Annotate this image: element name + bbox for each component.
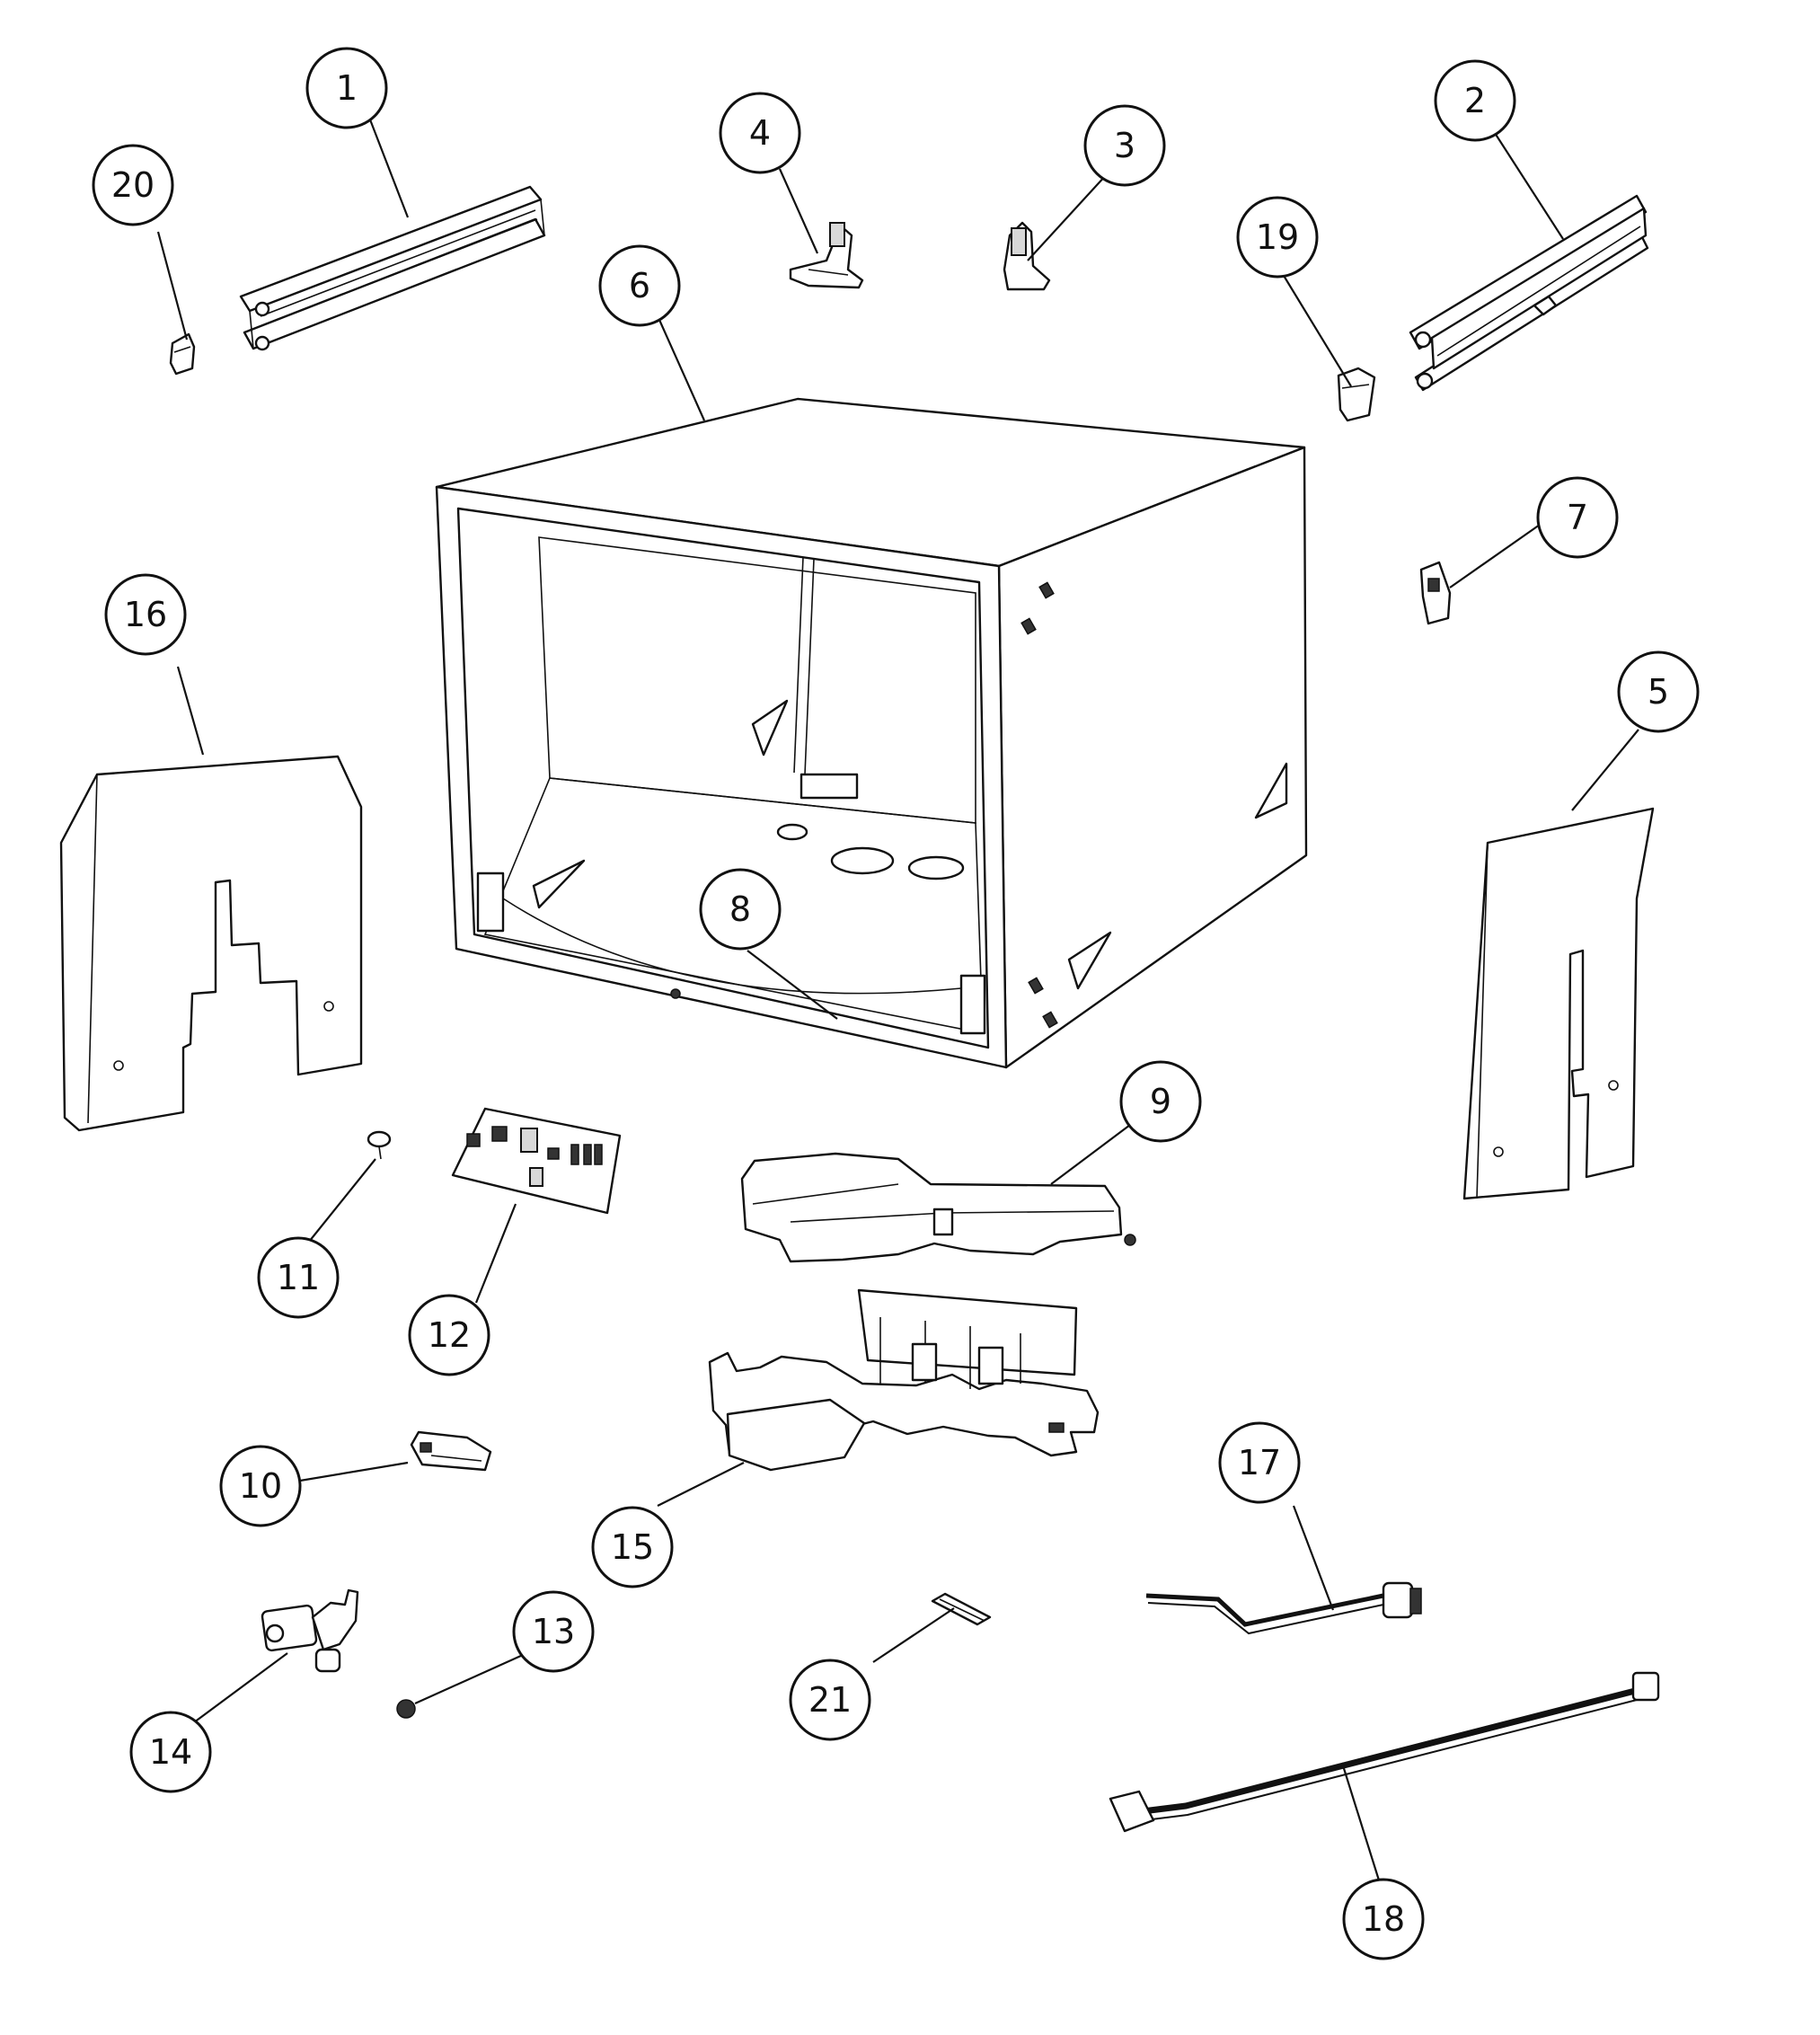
callout-label-5: 5 [1648, 672, 1669, 712]
callout-label-17: 17 [1238, 1443, 1281, 1482]
callout-label-10: 10 [239, 1466, 282, 1506]
callout-label-20: 20 [111, 165, 155, 205]
part-side-panel-left [59, 755, 363, 1132]
part-rail-right [1409, 194, 1649, 392]
leader-lines [156, 114, 1639, 1884]
part-hinge-right [1003, 221, 1051, 291]
callout-9: 9 [1119, 1060, 1202, 1143]
callout-label-15: 15 [611, 1527, 654, 1567]
callout-6: 6 [598, 244, 681, 327]
part-circuit-board [451, 1107, 622, 1215]
callout-label-6: 6 [629, 266, 650, 305]
callout-19: 19 [1236, 196, 1319, 279]
part-base [708, 1288, 1100, 1472]
callout-label-9: 9 [1150, 1082, 1171, 1121]
part-nut [396, 1699, 416, 1719]
part-strip [931, 1592, 992, 1626]
part-hose-long [1109, 1671, 1660, 1833]
callout-13: 13 [512, 1590, 595, 1673]
callout-5: 5 [1617, 650, 1700, 733]
callout-7: 7 [1536, 476, 1619, 559]
callout-3: 3 [1083, 104, 1166, 187]
callout-label-12: 12 [428, 1315, 471, 1355]
part-screw-small [367, 1130, 392, 1160]
callout-4: 4 [719, 92, 801, 174]
callout-14: 14 [129, 1711, 212, 1793]
callout-18: 18 [1342, 1878, 1425, 1960]
callout-label-18: 18 [1362, 1899, 1405, 1939]
callout-label-8: 8 [729, 889, 751, 929]
callout-1: 1 [305, 47, 388, 129]
callout-label-14: 14 [149, 1732, 192, 1772]
part-tub [435, 397, 1308, 1069]
callout-2: 2 [1434, 59, 1516, 142]
callout-12: 12 [408, 1294, 490, 1376]
callout-label-21: 21 [808, 1680, 852, 1720]
callout-label-1: 1 [336, 68, 358, 108]
part-clip-left [169, 332, 196, 376]
part-hinge-left [789, 222, 864, 289]
part-inlet-valve [261, 1588, 359, 1673]
callout-17: 17 [1218, 1421, 1301, 1504]
callout-label-13: 13 [532, 1612, 575, 1651]
part-rail-left [239, 185, 546, 351]
callout-20: 20 [92, 144, 174, 226]
callout-label-16: 16 [124, 595, 167, 634]
callout-10: 10 [219, 1445, 302, 1527]
part-pump-housing [740, 1152, 1136, 1263]
callout-21: 21 [789, 1659, 871, 1741]
callout-15: 15 [591, 1506, 674, 1588]
part-hose-short [1145, 1581, 1422, 1635]
part-small-bracket [1419, 561, 1452, 625]
callout-8: 8 [699, 868, 782, 951]
callout-label-19: 19 [1256, 217, 1299, 257]
part-switch [410, 1430, 492, 1472]
callout-label-2: 2 [1464, 81, 1486, 120]
callout-label-11: 11 [277, 1258, 320, 1297]
callout-11: 11 [257, 1236, 340, 1319]
callout-label-4: 4 [749, 113, 771, 153]
callout-label-3: 3 [1114, 126, 1135, 165]
callout-16: 16 [104, 573, 187, 656]
callout-label-7: 7 [1567, 498, 1588, 537]
part-side-panel-right [1462, 807, 1655, 1200]
